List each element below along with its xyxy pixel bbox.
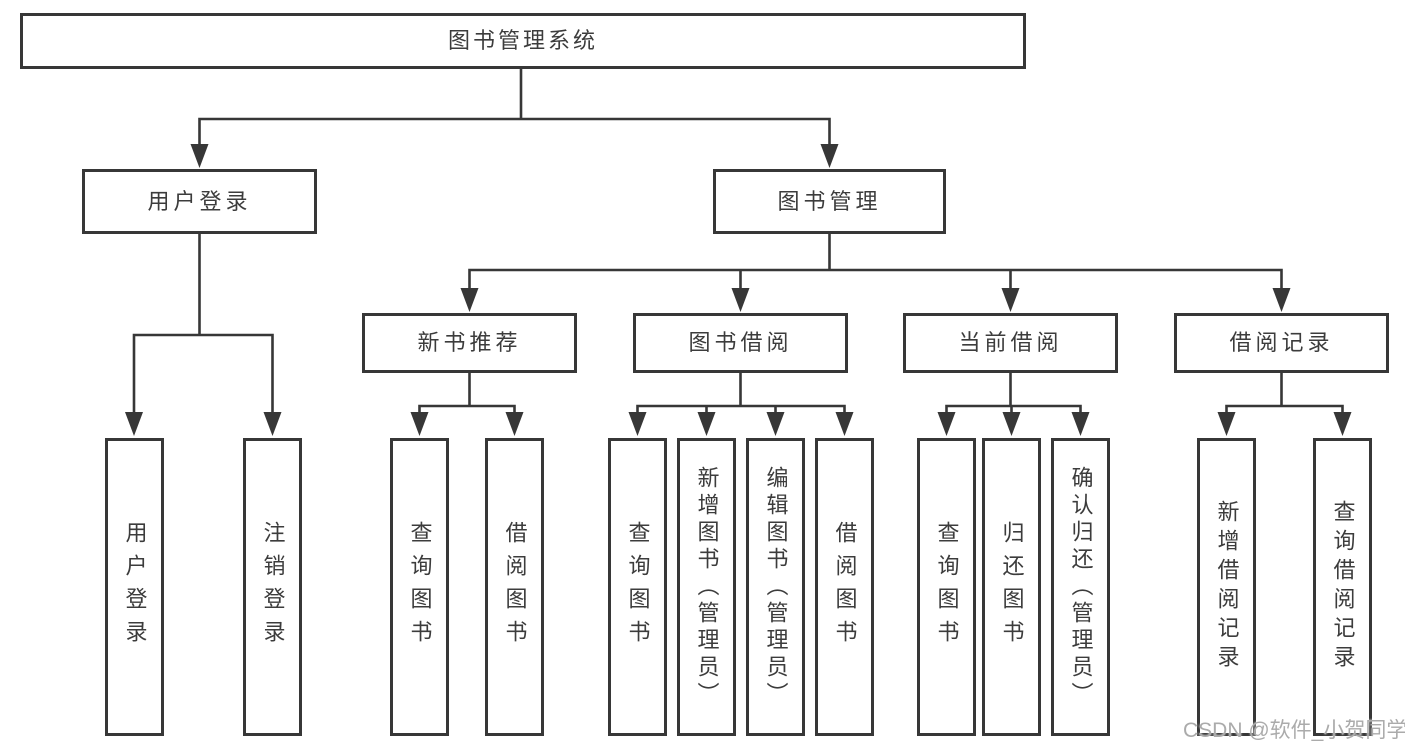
leaf-edit-book-admin: 编辑图书（管理员） (746, 438, 805, 736)
leaf-current-query-books: 查询图书 (917, 438, 976, 736)
node-user-login: 用户登录 (82, 169, 317, 234)
leaf-edit-book-admin-label: 编辑图书（管理员） (763, 465, 789, 709)
node-root: 图书管理系统 (20, 13, 1026, 69)
arrowhead-icon (263, 412, 282, 436)
arrowhead-icon (937, 412, 956, 436)
connector-book-borrowing (636, 371, 846, 414)
leaf-confirm-return-admin: 确认归还（管理员） (1051, 438, 1110, 736)
node-borrowing-records-label: 借阅记录 (1229, 330, 1334, 355)
arrowhead-icon (125, 412, 143, 436)
arrowhead-icon (1002, 412, 1021, 436)
leaf-recommend-borrow-books: 借阅图书 (485, 438, 544, 736)
connector-new-book-recommend (418, 371, 516, 414)
arrowhead-icon (1333, 412, 1352, 436)
leaf-user-login-label: 用户登录 (122, 521, 148, 653)
node-book-management: 图书管理 (713, 169, 946, 234)
connector-user-login (132, 232, 274, 414)
arrowhead-icon (460, 288, 479, 312)
arrowhead-icon (697, 412, 716, 436)
watermark: CSDN @软件_小贺同学 (1183, 719, 1405, 742)
connector-root (198, 67, 831, 146)
leaf-borrowing-borrow-books: 借阅图书 (815, 438, 874, 736)
leaf-logout-login: 注销登录 (243, 438, 302, 736)
leaf-current-query-books-label: 查询图书 (934, 521, 960, 653)
arrowhead-icon (1001, 288, 1020, 312)
leaf-add-book-admin-label: 新增图书（管理员） (694, 465, 720, 709)
node-user-login-label: 用户登录 (147, 188, 252, 214)
arrowhead-icon (505, 412, 524, 436)
node-new-book-recommend-label: 新书推荐 (417, 330, 522, 355)
arrowhead-icon (820, 144, 839, 168)
arrowhead-icon (731, 288, 750, 312)
leaf-recommend-query-books: 查询图书 (390, 438, 449, 736)
leaf-borrowing-query-books: 查询图书 (608, 438, 667, 736)
leaf-confirm-return-admin-label: 确认归还（管理员） (1068, 465, 1094, 709)
arrowhead-icon (1272, 288, 1291, 312)
node-borrowing-records: 借阅记录 (1174, 313, 1389, 373)
node-book-borrowing-label: 图书借阅 (688, 330, 793, 355)
connector-book-management (468, 232, 1283, 290)
arrowhead-icon (766, 412, 785, 436)
leaf-return-books-label: 归还图书 (999, 521, 1025, 653)
leaf-borrowing-borrow-books-label: 借阅图书 (832, 521, 858, 653)
arrowhead-icon (190, 144, 209, 168)
leaf-borrowing-query-books-label: 查询图书 (625, 521, 651, 653)
leaf-add-borrow-record: 新增借阅记录 (1197, 438, 1256, 736)
leaf-query-borrow-record-label: 查询借阅记录 (1330, 500, 1356, 674)
leaf-recommend-borrow-books-label: 借阅图书 (502, 521, 528, 653)
leaf-add-book-admin: 新增图书（管理员） (677, 438, 736, 736)
leaf-query-borrow-record: 查询借阅记录 (1313, 438, 1372, 736)
leaf-return-books: 归还图书 (982, 438, 1041, 736)
node-new-book-recommend: 新书推荐 (362, 313, 577, 373)
arrowhead-icon (835, 412, 854, 436)
node-book-borrowing: 图书借阅 (633, 313, 848, 373)
leaf-recommend-query-books-label: 查询图书 (407, 521, 433, 653)
node-current-borrowing-label: 当前借阅 (958, 330, 1063, 355)
arrowhead-icon (1071, 412, 1090, 436)
leaf-add-borrow-record-label: 新增借阅记录 (1214, 500, 1240, 674)
arrowhead-icon (628, 412, 647, 436)
arrowhead-icon (410, 412, 429, 436)
node-book-management-label: 图书管理 (777, 188, 882, 214)
arrowhead-icon (1217, 412, 1236, 436)
node-current-borrowing: 当前借阅 (903, 313, 1118, 373)
node-root-label: 图书管理系统 (447, 28, 598, 53)
leaf-user-login: 用户登录 (105, 438, 164, 736)
connector-borrowing-records (1225, 371, 1344, 414)
connector-current-borrowing (945, 371, 1082, 414)
leaf-logout-login-label: 注销登录 (260, 521, 286, 653)
